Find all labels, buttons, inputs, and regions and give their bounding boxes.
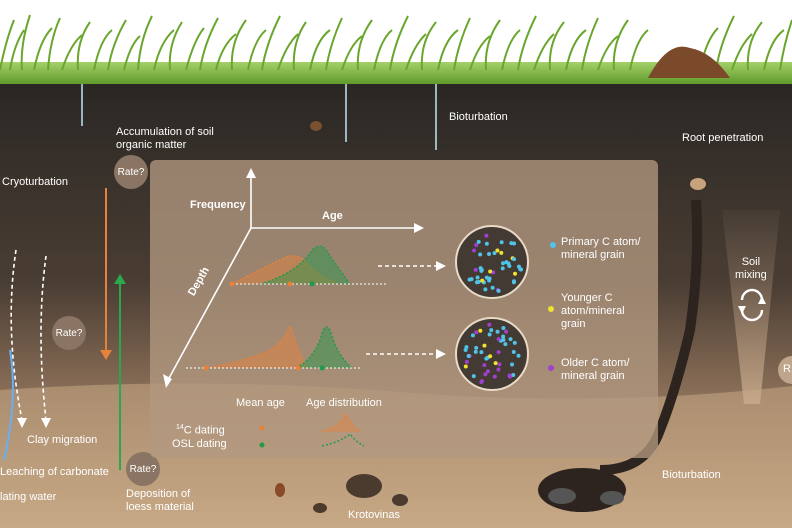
krotovina — [346, 474, 382, 498]
right-edge-label: R — [783, 363, 791, 375]
grass-blades — [0, 14, 792, 71]
younger-legend-dot — [548, 306, 554, 312]
older-legend-label: Older C atom/ mineral grain — [561, 357, 630, 382]
age-axis-label: Age — [322, 210, 343, 222]
mean-age-header: Mean age — [236, 397, 285, 409]
deposition-label: Deposition of loess material — [126, 488, 194, 513]
percolating-water-label: lating water — [0, 491, 57, 503]
frequency-axis-label: Frequency — [190, 199, 246, 211]
molehill — [648, 46, 730, 78]
c14-dating-label: 14C dating — [176, 421, 225, 438]
primary-legend-dot — [550, 242, 556, 248]
c14-dating-text: C dating — [183, 424, 225, 437]
bioturbation-label-top: Bioturbation — [449, 111, 508, 123]
rate-badge-accumulation: Rate? — [114, 155, 148, 189]
soil-mixing-icon — [738, 288, 766, 322]
age-distribution-header: Age distribution — [306, 397, 382, 409]
younger-legend-label: Younger C atom/mineral grain — [561, 292, 625, 330]
accumulation-label: Accumulation of soil organic matter — [116, 126, 214, 151]
c14-superscript: 14 — [176, 424, 184, 431]
grass-strip — [0, 62, 792, 84]
cryoturbation-label: Cryoturbation — [2, 176, 69, 188]
bioturbation-label-bottom: Bioturbation — [662, 469, 721, 481]
soil-mixing-label: Soil mixing — [735, 256, 767, 281]
krotovinas-label: Krotovinas — [348, 509, 400, 521]
root-shaft — [722, 210, 780, 404]
primary-legend-label: Primary C atom/ mineral grain — [561, 236, 641, 261]
leaching-label: Leaching of carbonate — [0, 466, 109, 478]
rate-badge-migration: Rate? — [52, 316, 86, 350]
root-penetration-label: Root penetration — [682, 132, 764, 144]
osl-dating-label: OSL dating — [172, 438, 227, 450]
clay-migration-label: Clay migration — [27, 434, 98, 446]
older-legend-dot — [548, 365, 554, 371]
migration-paths — [10, 249, 47, 421]
water-drips — [81, 84, 437, 150]
